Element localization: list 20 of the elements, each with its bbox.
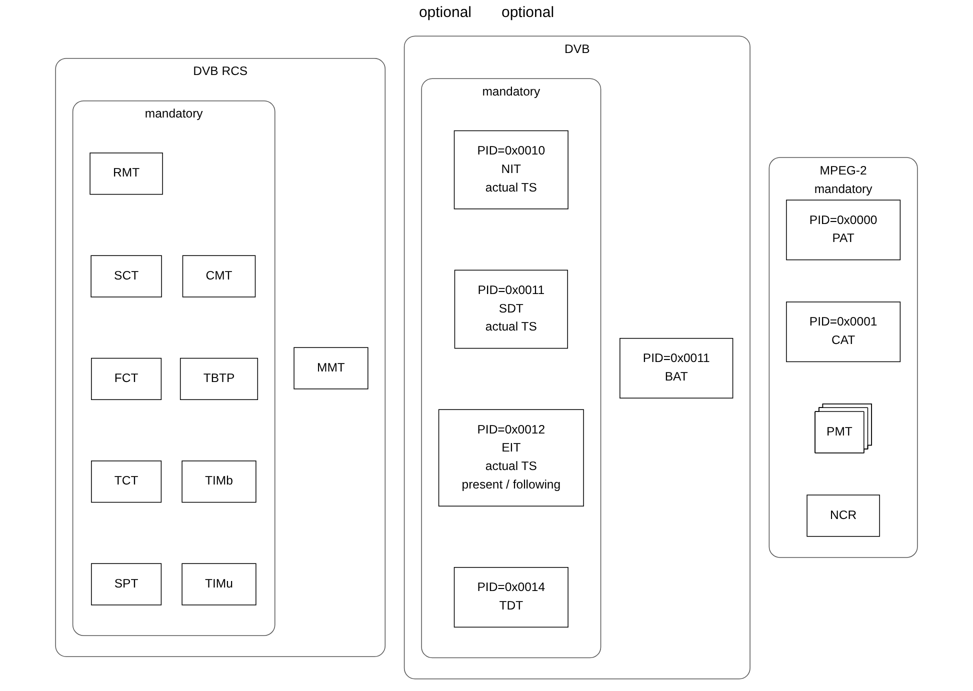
node-box: SPT [91,563,162,606]
node-box: TIMb [182,460,256,503]
node-box: TIMu [182,563,256,606]
node-box: CMT [182,255,256,298]
node-box: NCR [806,494,880,537]
node-box: MMT [294,347,368,390]
node-box: PID=0x0014 TDT [454,567,568,628]
node-box: FCT [91,358,162,400]
node-box: PID=0x0001 CAT [786,302,901,362]
node-box: RMT [90,152,163,195]
node-box: PID=0x0010 NIT actual TS [454,130,568,210]
node-box: TBTP [180,358,258,400]
column-heading: optional [418,4,472,23]
node-box: TCT [91,460,162,503]
column-heading: optional [502,4,554,23]
node-box: PID=0x0012 EIT actual TS present / following [438,409,584,506]
node-box: SCT [90,255,162,298]
node-box: PID=0x0011 BAT [620,338,734,398]
node-box: PID=0x0011 SDT actual TS [454,270,568,349]
node-box: PID=0x0000 PAT [786,200,901,260]
